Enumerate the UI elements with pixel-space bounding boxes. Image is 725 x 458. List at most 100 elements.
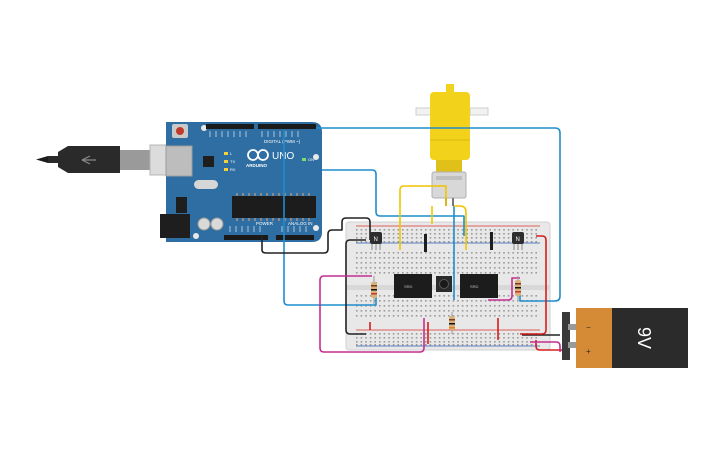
breadboard-hole[interactable]: [411, 252, 413, 254]
breadboard-hole[interactable]: [471, 315, 473, 317]
wire-red-battery-plus[interactable]: [535, 340, 566, 351]
breadboard-hole[interactable]: [457, 257, 459, 259]
resistor-bottom[interactable]: [449, 312, 455, 334]
breadboard-hole[interactable]: [429, 241, 432, 243]
breadboard-hole[interactable]: [507, 267, 510, 269]
breadboard-hole[interactable]: [392, 233, 395, 235]
breadboard-hole[interactable]: [383, 272, 386, 274]
breadboard-hole[interactable]: [503, 310, 505, 312]
breadboard-hole[interactable]: [402, 237, 404, 239]
breadboard-hole[interactable]: [452, 300, 455, 302]
breadboard-hole[interactable]: [415, 233, 418, 235]
breadboard-hole[interactable]: [429, 252, 432, 254]
breadboard-hole[interactable]: [397, 262, 399, 264]
breadboard-hole[interactable]: [452, 315, 455, 317]
breadboard-hole[interactable]: [480, 300, 482, 302]
breadboard-hole[interactable]: [484, 310, 487, 312]
breadboard-hole[interactable]: [397, 272, 399, 274]
breadboard-hole[interactable]: [356, 267, 358, 269]
breadboard-hole[interactable]: [415, 241, 418, 243]
breadboard-hole[interactable]: [471, 252, 473, 254]
breadboard-hole[interactable]: [452, 333, 455, 335]
breadboard-hole[interactable]: [480, 229, 482, 231]
relay-right[interactable]: SRD: [460, 274, 498, 298]
breadboard-hole[interactable]: [420, 272, 422, 274]
breadboard-hole[interactable]: [535, 310, 537, 312]
breadboard-hole[interactable]: [411, 237, 413, 239]
breadboard-hole[interactable]: [452, 310, 455, 312]
breadboard-hole[interactable]: [383, 315, 386, 317]
breadboard-hole[interactable]: [498, 237, 501, 239]
breadboard-hole[interactable]: [475, 229, 478, 231]
breadboard-hole[interactable]: [498, 305, 501, 307]
breadboard-hole[interactable]: [406, 337, 409, 339]
breadboard-hole[interactable]: [521, 344, 524, 346]
resistor-right[interactable]: [515, 276, 521, 300]
breadboard-hole[interactable]: [369, 300, 372, 302]
breadboard-hole[interactable]: [402, 241, 404, 243]
breadboard-hole[interactable]: [489, 257, 491, 259]
wire-yellow-motor-a[interactable]: [399, 185, 447, 250]
breadboard-hole[interactable]: [443, 341, 445, 343]
breadboard-hole[interactable]: [530, 257, 533, 259]
breadboard-hole[interactable]: [466, 272, 468, 274]
breadboard-hole[interactable]: [429, 337, 432, 339]
breadboard-hole[interactable]: [406, 300, 409, 302]
breadboard-hole[interactable]: [489, 333, 491, 335]
breadboard-hole[interactable]: [494, 272, 496, 274]
breadboard-hole[interactable]: [397, 241, 399, 243]
breadboard-hole[interactable]: [379, 315, 381, 317]
breadboard-hole[interactable]: [480, 267, 482, 269]
breadboard-hole[interactable]: [503, 337, 505, 339]
breadboard-hole[interactable]: [461, 272, 464, 274]
breadboard-hole[interactable]: [434, 315, 436, 317]
breadboard-hole[interactable]: [512, 300, 514, 302]
breadboard-hole[interactable]: [457, 252, 459, 254]
breadboard-hole[interactable]: [489, 310, 491, 312]
breadboard-hole[interactable]: [530, 252, 533, 254]
breadboard-hole[interactable]: [535, 262, 537, 264]
breadboard-hole[interactable]: [448, 252, 450, 254]
breadboard-hole[interactable]: [356, 272, 358, 274]
breadboard-hole[interactable]: [392, 344, 395, 346]
breadboard-hole[interactable]: [429, 310, 432, 312]
breadboard-hole[interactable]: [475, 341, 478, 343]
breadboard-hole[interactable]: [438, 310, 441, 312]
breadboard-hole[interactable]: [480, 272, 482, 274]
breadboard-hole[interactable]: [466, 257, 468, 259]
breadboard-hole[interactable]: [420, 267, 422, 269]
breadboard-hole[interactable]: [471, 229, 473, 231]
breadboard-hole[interactable]: [379, 300, 381, 302]
breadboard-hole[interactable]: [365, 252, 367, 254]
breadboard-hole[interactable]: [461, 341, 464, 343]
breadboard-hole[interactable]: [484, 344, 487, 346]
breadboard-hole[interactable]: [411, 229, 413, 231]
breadboard-hole[interactable]: [521, 262, 524, 264]
breadboard-hole[interactable]: [489, 262, 491, 264]
breadboard-hole[interactable]: [498, 344, 501, 346]
breadboard-hole[interactable]: [535, 229, 537, 231]
breadboard-hole[interactable]: [530, 344, 533, 346]
breadboard-hole[interactable]: [438, 341, 441, 343]
breadboard-hole[interactable]: [443, 310, 445, 312]
breadboard-hole[interactable]: [521, 295, 524, 297]
breadboard-hole[interactable]: [507, 341, 510, 343]
breadboard-hole[interactable]: [420, 305, 422, 307]
breadboard-hole[interactable]: [392, 257, 395, 259]
breadboard-hole[interactable]: [512, 229, 514, 231]
breadboard-hole[interactable]: [425, 300, 427, 302]
breadboard-hole[interactable]: [374, 337, 376, 339]
breadboard-hole[interactable]: [379, 229, 381, 231]
breadboard-hole[interactable]: [369, 295, 372, 297]
breadboard-hole[interactable]: [438, 315, 441, 317]
breadboard-hole[interactable]: [503, 229, 505, 231]
breadboard-hole[interactable]: [411, 305, 413, 307]
breadboard-hole[interactable]: [448, 310, 450, 312]
breadboard-hole[interactable]: [507, 272, 510, 274]
breadboard-hole[interactable]: [535, 241, 537, 243]
breadboard-hole[interactable]: [517, 257, 519, 259]
breadboard-hole[interactable]: [369, 257, 372, 259]
breadboard-hole[interactable]: [526, 252, 528, 254]
breadboard-hole[interactable]: [438, 272, 441, 274]
breadboard-hole[interactable]: [397, 315, 399, 317]
